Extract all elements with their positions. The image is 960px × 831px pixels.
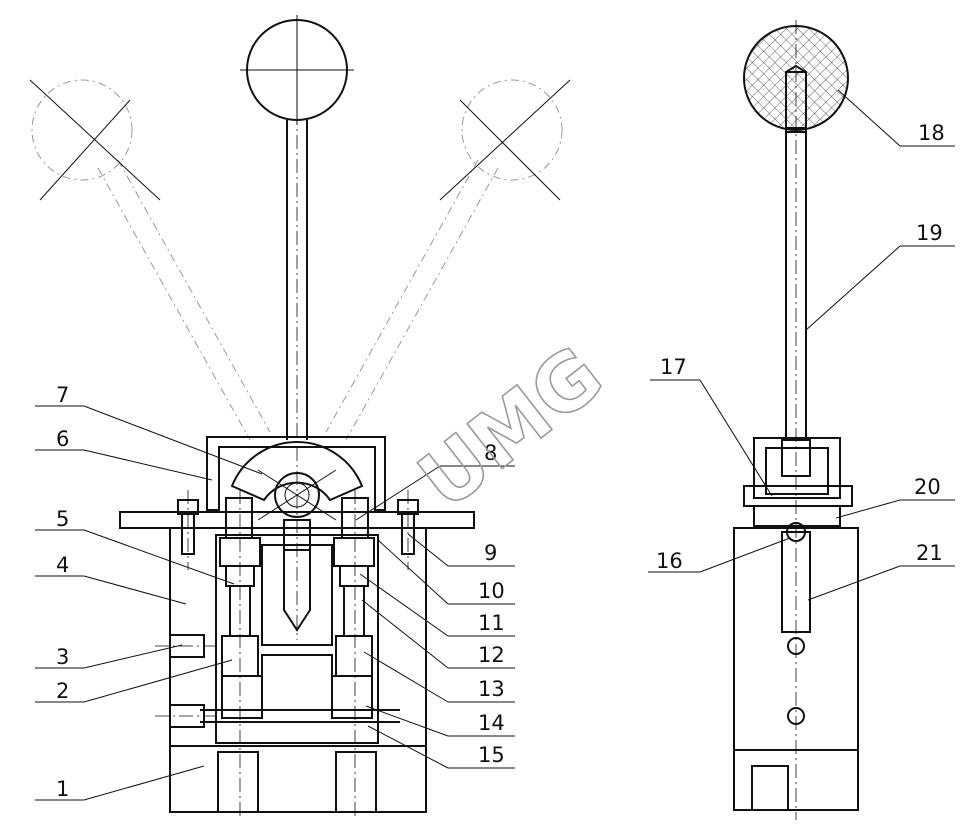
svg-text:17: 17 [660,355,687,379]
callout-9: 9 [407,533,515,567]
callout-1: 1 [35,765,205,801]
callout-16: 16 [648,537,791,573]
callout-3: 3 [35,644,183,669]
callout-5: 5 [35,507,235,585]
callout-17: 17 [650,355,773,497]
svg-text:13: 13 [478,677,505,701]
callout-2: 2 [35,659,233,703]
svg-text:16: 16 [656,549,683,573]
side-view [733,20,859,820]
side-base [733,749,859,811]
side-shaft [785,20,807,820]
svg-text:11: 11 [478,611,505,635]
svg-text:15: 15 [478,743,505,767]
svg-text:18: 18 [918,121,945,145]
callout-11: 11 [359,573,515,637]
callout-20: 20 [835,475,955,519]
callout-12: 12 [361,599,515,669]
left-screw [177,490,199,570]
valve-body [169,527,427,747]
callout-14: 14 [365,705,515,737]
rocker-cam [230,440,364,521]
svg-text:4: 4 [56,553,69,577]
callout-8: 8 [355,441,515,521]
watermark: UMG [403,330,620,527]
right-spool [331,490,375,820]
callout-6: 6 [35,427,213,481]
svg-text:21: 21 [916,541,943,565]
callout-13: 13 [363,651,515,703]
ghost-lever-left [29,79,271,441]
svg-text:12: 12 [478,643,505,667]
front-view [29,15,571,820]
callout-4: 4 [35,553,187,605]
callouts: 7 6 5 4 3 2 [35,89,955,801]
svg-text:8: 8 [484,441,497,465]
callout-19: 19 [805,221,955,331]
svg-text:5: 5 [56,507,69,531]
port-fittings [155,634,215,728]
svg-text:2: 2 [56,679,69,703]
callout-18: 18 [837,89,955,147]
side-cover [743,437,853,527]
left-spool [219,490,263,820]
svg-text:3: 3 [56,645,69,669]
center-plunger [283,519,311,632]
callout-21: 21 [807,541,955,601]
svg-text:10: 10 [478,579,505,603]
callout-15: 15 [367,725,515,769]
ghost-lever-right [325,79,571,441]
svg-text:9: 9 [484,541,497,565]
lever-shaft [286,15,308,640]
callout-10: 10 [377,539,515,605]
right-screw [397,490,419,570]
base-plate [169,745,427,813]
svg-text:14: 14 [478,711,505,735]
svg-text:19: 19 [916,221,943,245]
svg-text:1: 1 [56,777,69,801]
svg-text:20: 20 [914,475,941,499]
svg-text:7: 7 [56,383,69,407]
svg-text:6: 6 [56,427,69,451]
callout-7: 7 [35,383,263,475]
